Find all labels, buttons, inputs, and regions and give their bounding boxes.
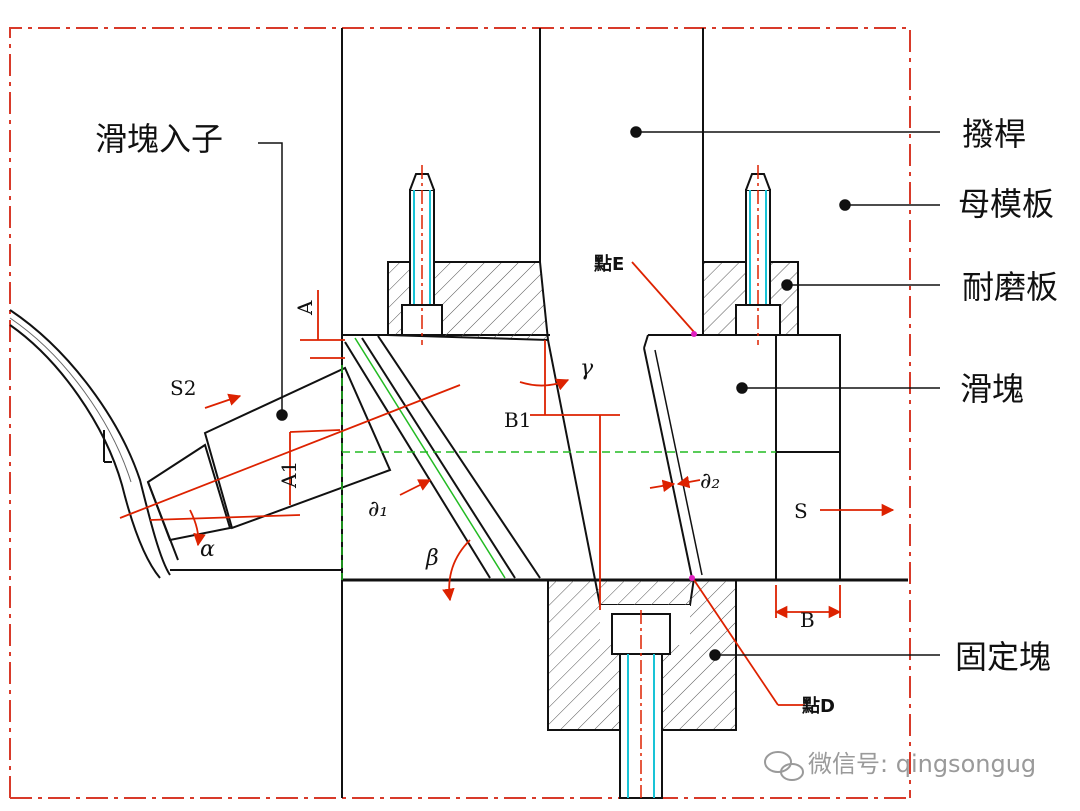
label-fixed-block: 固定塊	[955, 638, 1051, 676]
dimension-lines	[119, 261, 895, 706]
angle-alpha: α	[200, 537, 215, 562]
angle-delta2: ∂₂	[700, 469, 720, 494]
dim-s: S	[794, 499, 808, 523]
fixed-block	[547, 579, 737, 799]
watermark-text: 微信号: qingsongug	[808, 750, 1036, 778]
wechat-icon	[764, 751, 804, 781]
screw-right	[735, 165, 781, 345]
label-angle-pin: 撥桿	[962, 115, 1026, 153]
dim-s2: S2	[170, 376, 196, 400]
watermark: 微信号: qingsongug	[764, 750, 1036, 781]
label-slider: 滑塊	[960, 370, 1024, 408]
dim-a: A	[293, 300, 317, 316]
angle-gamma: γ	[580, 356, 594, 381]
point-d-marker	[689, 575, 695, 581]
product-curve	[9, 309, 171, 579]
dim-a1: A1	[277, 461, 301, 489]
angle-delta1: ∂₁	[368, 497, 388, 522]
angle-beta: β	[425, 546, 439, 571]
label-point-e: 點E	[593, 254, 624, 275]
leader-lines	[258, 126, 940, 661]
dim-b: B	[800, 608, 815, 632]
green-center-lines	[341, 337, 776, 580]
label-point-d: 點D	[801, 696, 835, 717]
slider-insert	[146, 366, 392, 561]
mold-frame	[9, 27, 911, 799]
label-cavity-plate: 母模板	[958, 185, 1054, 223]
dim-b1: B1	[504, 408, 531, 432]
point-e-marker	[691, 331, 697, 337]
screw-left	[401, 165, 443, 345]
label-wear-plate: 耐磨板	[962, 268, 1058, 306]
label-slider-insert: 滑塊入子	[95, 120, 223, 158]
